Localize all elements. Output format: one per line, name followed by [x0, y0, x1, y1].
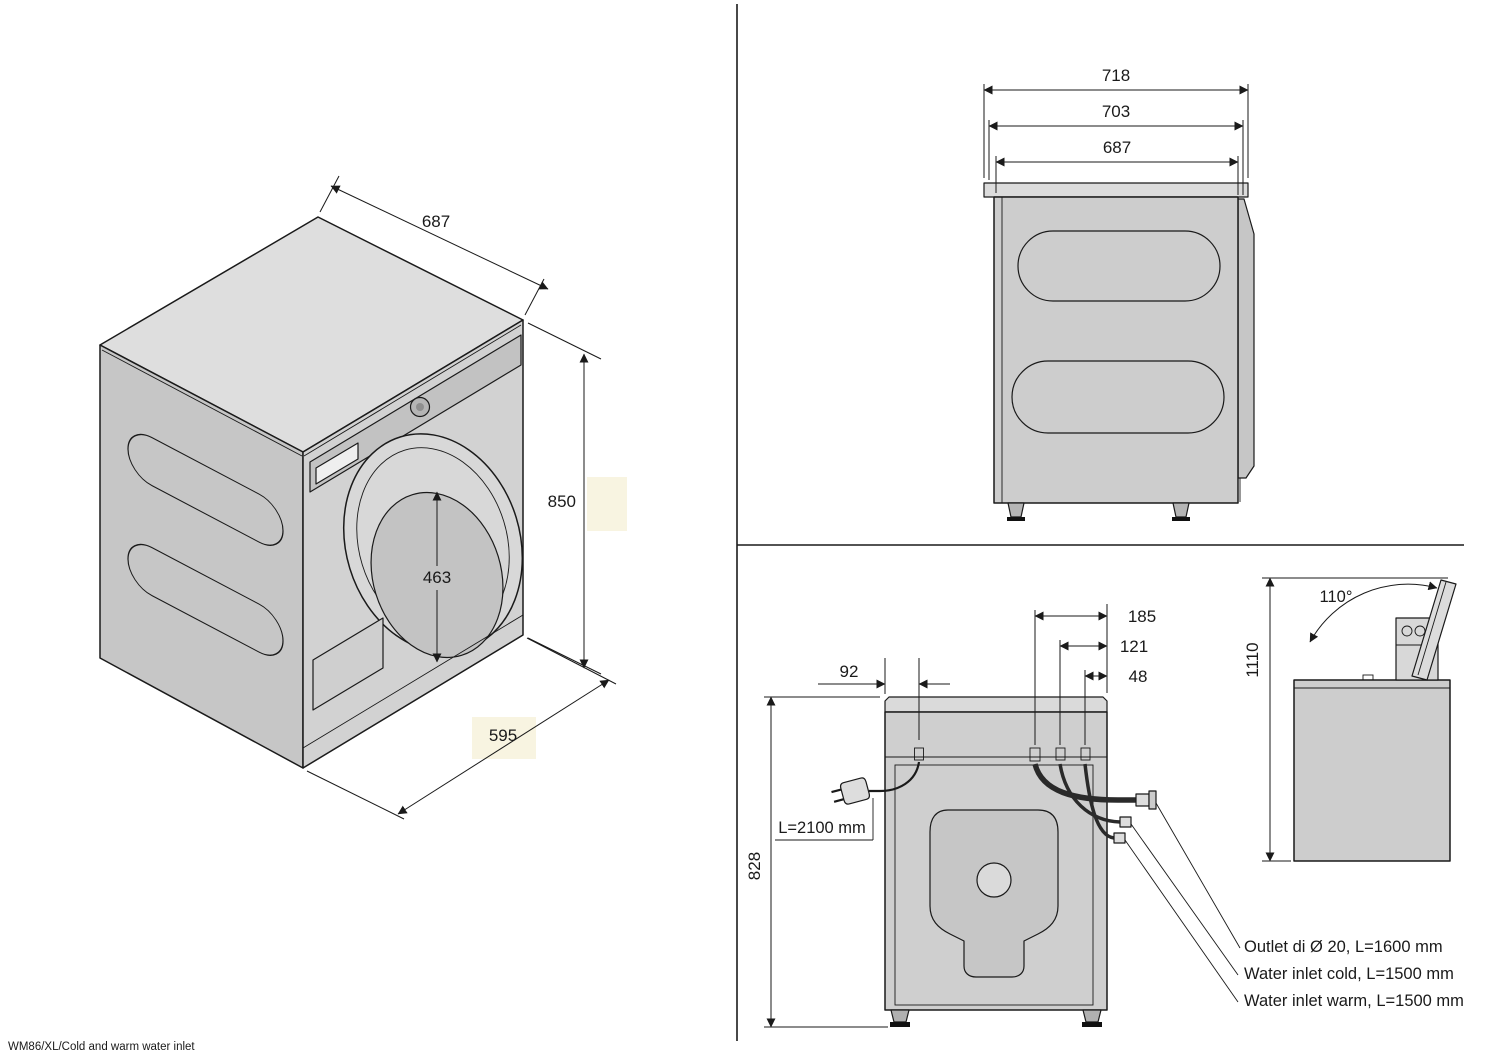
right-foot	[1082, 1009, 1102, 1023]
side-embossment-bottom	[127, 543, 284, 656]
iso-dim-depth-label: 687	[422, 212, 450, 231]
dimension-line	[397, 679, 610, 815]
panel-dividers	[736, 4, 1464, 1041]
side-dim-body-label: 687	[1103, 138, 1131, 157]
power-plug-icon	[831, 777, 871, 805]
lid-open-view: 110° 1110	[1243, 577, 1457, 862]
iso-dim-height: 850	[527, 322, 602, 675]
cold-inlet-fitting	[1055, 747, 1066, 761]
left-foot-pad	[890, 1022, 910, 1027]
angle-arc	[1309, 581, 1438, 643]
warm-inlet-fitting	[1080, 747, 1091, 761]
lid-dim-height: 1110	[1243, 577, 1448, 862]
rear-inner-panel	[894, 764, 1094, 1006]
iso-dim-width: 595	[306, 637, 617, 820]
side-dim-total-label: 718	[1102, 66, 1130, 85]
footer-caption: WM86/XL/Cold and warm water inlet	[8, 1041, 195, 1053]
cable-length-label: L=2100 mm	[778, 819, 866, 837]
iso-dim-door: 463	[423, 491, 451, 663]
callout-warm-label: Water inlet warm, L=1500 mm	[1244, 992, 1464, 1010]
left-foot	[890, 1009, 910, 1023]
rear-foot	[1172, 502, 1190, 518]
drain-hose	[1032, 763, 1138, 803]
side-dim-mid-label: 703	[1102, 102, 1130, 121]
rear-dim-height-label: 828	[745, 852, 764, 880]
callout-outlet-label: Outlet di Ø 20, L=1600 mm	[1244, 938, 1443, 956]
side-embossments	[127, 433, 284, 656]
rear-dim-warm-label: 48	[1129, 667, 1148, 686]
rear-dim-cable-offset: 92	[818, 658, 950, 740]
drain-hose-elbow	[1148, 790, 1157, 810]
plug-pin	[833, 798, 845, 803]
cold-inlet-hose	[1058, 763, 1121, 824]
door-glass	[370, 491, 504, 659]
cable-gland	[914, 747, 924, 761]
rear-view: L=2100 mm 92 185 121	[745, 604, 1464, 1028]
worktop-edge-line	[101, 349, 303, 457]
warm-inlet-hose	[1083, 763, 1115, 840]
warm-hose-nut	[1113, 832, 1126, 844]
hose-callouts: Outlet di Ø 20, L=1600 mm Water inlet co…	[1124, 802, 1464, 1010]
power-cable	[869, 761, 921, 793]
extension-line	[527, 637, 602, 675]
outlet-fitting	[1029, 747, 1041, 762]
service-flap	[312, 617, 384, 711]
side-dim-body: 687	[995, 138, 1239, 195]
dimension-line	[330, 185, 549, 290]
lid-view-body	[1293, 679, 1451, 862]
front-foot-pad	[1007, 517, 1025, 521]
plug-pin	[831, 788, 842, 794]
rear-worktop	[884, 696, 1108, 713]
iso-dim-width-label: 595	[489, 726, 517, 745]
extension-line	[319, 175, 340, 213]
drain-hose-end	[1135, 793, 1150, 807]
extension-line	[306, 770, 405, 820]
lid-angle-label: 110°	[1320, 588, 1353, 606]
latch	[1362, 674, 1374, 681]
iso-dim-door-label: 463	[423, 568, 451, 587]
lid-dim-height-label: 1110	[1243, 642, 1262, 677]
rear-dim-height: 828	[745, 696, 888, 1028]
leader-line	[1130, 823, 1239, 976]
front-foot	[1007, 502, 1025, 518]
cold-hose-nut	[1119, 816, 1132, 828]
label-highlight	[587, 477, 627, 531]
rear-dim-cold-label: 121	[1120, 637, 1148, 656]
extension-line	[524, 278, 545, 316]
program-knob-center	[416, 403, 424, 411]
rear-panel-cap	[976, 862, 1012, 898]
cable-length-callout: L=2100 mm	[775, 798, 874, 841]
callout-cold-label: Water inlet cold, L=1500 mm	[1244, 965, 1454, 983]
leader-line	[1155, 802, 1241, 949]
rear-dim-cable-offset-label: 92	[840, 662, 859, 681]
worktop-edge-line	[303, 324, 522, 457]
side-worktop	[983, 182, 1249, 198]
extension-line	[526, 637, 617, 685]
side-rear-panel	[1237, 198, 1255, 479]
side-embossment-bottom	[1011, 360, 1225, 434]
side-embossment-top	[127, 433, 284, 546]
leader-line	[1124, 839, 1239, 1003]
rear-dim-outlet-label: 185	[1128, 607, 1156, 626]
iso-view: 687 850 463 595	[99, 175, 627, 820]
right-foot-pad	[1082, 1022, 1102, 1027]
extension-line	[527, 322, 602, 360]
iso-dim-depth: 687	[319, 175, 549, 316]
iso-dim-height-label: 850	[548, 492, 576, 511]
plug-body	[839, 777, 871, 805]
side-embossment-top	[1017, 230, 1221, 302]
side-dim-mid: 703	[988, 102, 1244, 195]
side-body	[993, 196, 1239, 504]
side-view: 718 703 687	[983, 66, 1255, 521]
side-dim-total: 718	[983, 66, 1249, 178]
rear-dim-fittings: 185 121 48	[1034, 604, 1156, 745]
rear-foot-pad	[1172, 517, 1190, 521]
display-slot	[315, 442, 359, 485]
